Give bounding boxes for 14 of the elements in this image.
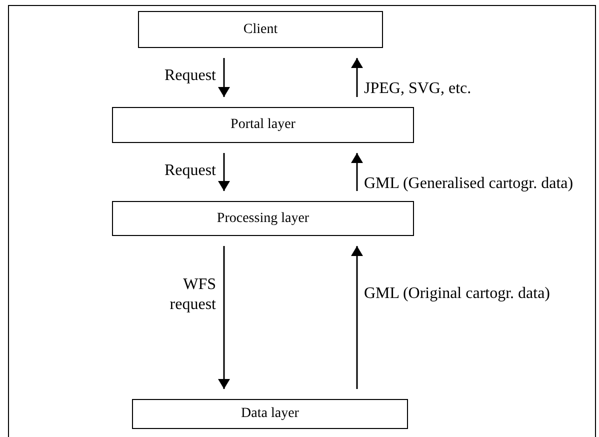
layer-box (138, 11, 383, 48)
arrow (351, 58, 363, 97)
layer-name: Data layer (241, 406, 299, 422)
layer-box (112, 201, 414, 236)
layer-box (132, 399, 408, 429)
layer-name: Processing layer (216, 210, 310, 226)
arrow (351, 153, 363, 191)
layer-name: Client (243, 22, 278, 38)
arrow (218, 58, 230, 97)
arrow (218, 246, 230, 389)
layer-box (112, 107, 414, 143)
arrow (218, 153, 230, 191)
layer-name: Portal layer (230, 117, 296, 133)
arrow (351, 246, 363, 389)
